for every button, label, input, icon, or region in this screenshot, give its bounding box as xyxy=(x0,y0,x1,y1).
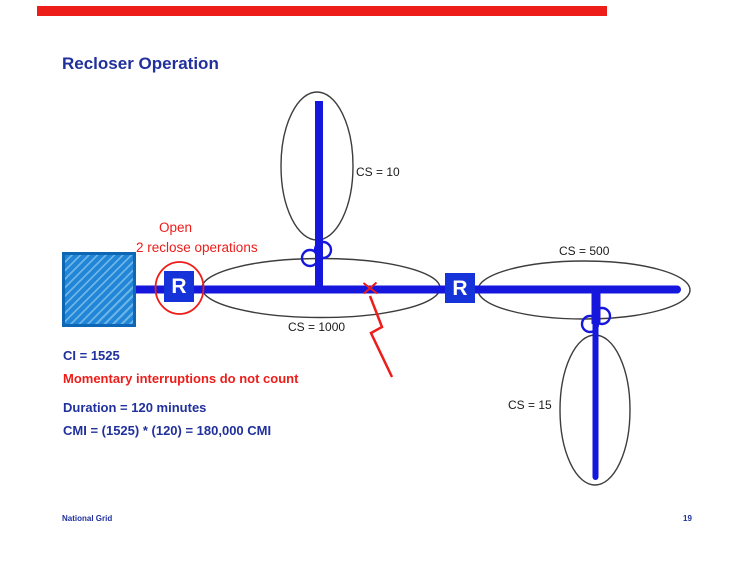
substation-hatched-square xyxy=(62,252,136,327)
footer-brand: National Grid xyxy=(62,514,113,523)
note-momentary: Momentary interruptions do not count xyxy=(63,371,299,386)
lightning-bolt-icon xyxy=(368,295,394,378)
tap-loop-top-lower-icon xyxy=(300,248,320,268)
tap-loop-right-lower-icon xyxy=(580,314,600,334)
tap-loop-top-upper-icon xyxy=(313,240,333,260)
note-cmi: CMI = (1525) * (120) = 180,000 CMI xyxy=(63,423,272,438)
top-accent-bar xyxy=(37,6,607,16)
footer-page-number: 19 xyxy=(683,514,692,523)
recloser-open-circle xyxy=(154,261,205,315)
section-label-cs-right: CS = 500 xyxy=(559,244,610,258)
recloser-box-2: R xyxy=(445,273,475,303)
open-annotation-line1: Open xyxy=(159,220,193,235)
section-label-cs-main: CS = 1000 xyxy=(288,320,346,334)
note-ci: CI = 1525 xyxy=(63,348,120,363)
recloser-2-label: R xyxy=(452,276,468,300)
fault-x-icon xyxy=(362,281,378,295)
note-duration: Duration = 120 minutes xyxy=(63,400,207,415)
section-label-cs-bottom-right: CS = 15 xyxy=(508,398,552,412)
open-annotation-line2: 2 reclose operations xyxy=(136,240,258,255)
recloser-1-label: R xyxy=(171,275,187,298)
section-label-cs-top: CS = 10 xyxy=(356,165,400,179)
recloser-box-1: R xyxy=(164,271,194,302)
slide-title: Recloser Operation xyxy=(62,54,219,73)
